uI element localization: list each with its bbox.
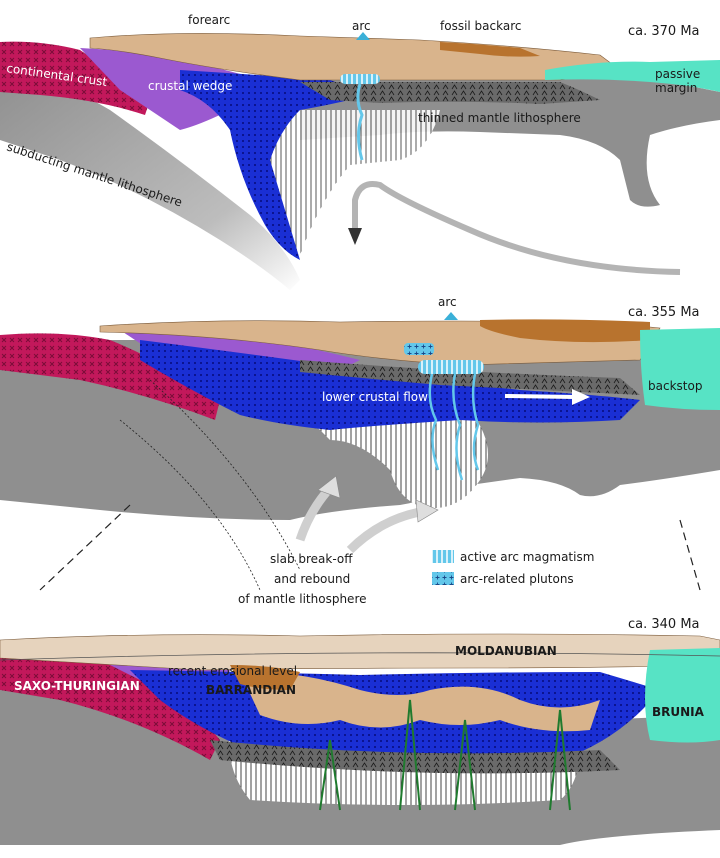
arc-dike xyxy=(428,373,480,481)
label-barrandian: BARRANDIAN xyxy=(206,683,296,697)
lower-crust xyxy=(140,340,640,430)
arc-pluton-body xyxy=(404,343,434,355)
panel-age: ca. 370 Ma xyxy=(628,24,700,39)
rebound-arrowhead-left-icon xyxy=(317,475,341,499)
label-arc: arc xyxy=(352,19,371,33)
legend-item-label: arc-related plutons xyxy=(460,572,574,586)
label-brunia: BRUNIA xyxy=(652,705,705,719)
rebound-arrow-right xyxy=(346,507,421,554)
lower-crustal-flow-arrow xyxy=(504,394,576,399)
panel-age: ca. 340 Ma xyxy=(628,617,700,632)
panel-370ma: ca. 370 Ma forearc arc fossil backarc pa… xyxy=(0,13,720,290)
arc-volcano-icon xyxy=(356,32,370,40)
annotation-line-3: of mantle lithosphere xyxy=(238,592,367,606)
mantle-flow-arrowhead-icon xyxy=(348,228,362,245)
annotation-line-2: and rebound xyxy=(274,572,350,586)
passive-margin xyxy=(545,60,720,92)
continental-crust xyxy=(0,649,220,760)
tie-line-right xyxy=(679,519,701,591)
mid-crust-band xyxy=(300,82,600,104)
arc-dike xyxy=(356,83,364,161)
slab-ghost-outline xyxy=(119,379,301,591)
continental-crust xyxy=(0,333,220,420)
fossil-backarc-fold xyxy=(480,319,650,343)
legend: active arc magmatism arc-related plutons xyxy=(432,550,594,586)
label-lower-crustal-flow: lower crustal flow xyxy=(322,390,428,404)
arc-magma-body xyxy=(340,74,380,84)
label-passive-margin-1: passive xyxy=(655,67,700,81)
label-erosional-level: recent erosional level xyxy=(168,664,297,678)
label-thinned-mantle: thinned mantle lithosphere xyxy=(418,111,581,125)
erosional-level-line xyxy=(0,652,720,661)
subducting-mantle-lithosphere xyxy=(0,70,300,290)
label-crustal-wedge: crustal wedge xyxy=(148,79,232,93)
upper-crust xyxy=(0,633,720,671)
panel-age: ca. 355 Ma xyxy=(628,305,700,320)
arc-volcano-icon xyxy=(444,312,458,320)
label-moldanubian: MOLDANUBIAN xyxy=(455,644,557,658)
barrandian-brown xyxy=(230,665,300,690)
lower-crust xyxy=(180,70,370,260)
lower-crustal-flow-arrowhead-icon xyxy=(572,389,590,405)
mantle-flow-arrow xyxy=(352,181,681,275)
mid-crust-band xyxy=(300,360,640,395)
label-passive-margin-2: margin xyxy=(655,81,697,95)
arc-magma-body xyxy=(418,360,484,374)
legend-item-label: active arc magmatism xyxy=(460,550,594,564)
label-forearc: forearc xyxy=(188,13,230,27)
striped-lithosphere-zone xyxy=(250,110,440,255)
continental-crust xyxy=(0,41,150,115)
striped-lithosphere-zone xyxy=(300,410,488,509)
rebound-arrowhead-right-icon xyxy=(415,499,439,523)
panel-340ma: ca. 340 Ma SAXO-THURINGIAN BARRANDIAN MO… xyxy=(0,617,720,845)
upper-crust-folds xyxy=(240,671,600,732)
label-backstop: backstop xyxy=(648,379,702,393)
pluton-trees xyxy=(319,699,571,811)
vertical-stripes-icon xyxy=(432,550,454,563)
annotation-line-1: slab break-off xyxy=(270,552,353,566)
label-arc: arc xyxy=(438,295,457,309)
label-saxo-thuringian: SAXO-THURINGIAN xyxy=(14,679,140,693)
label-fossil-backarc: fossil backarc xyxy=(440,19,521,33)
brunia-block xyxy=(645,648,720,743)
tie-line-left xyxy=(39,504,131,591)
panel-355ma: ca. 355 Ma arc backstop lower crustal fl… xyxy=(0,295,720,606)
fossil-backarc-fold xyxy=(440,42,540,57)
backstop xyxy=(640,328,720,410)
crosses-icon xyxy=(432,572,454,585)
